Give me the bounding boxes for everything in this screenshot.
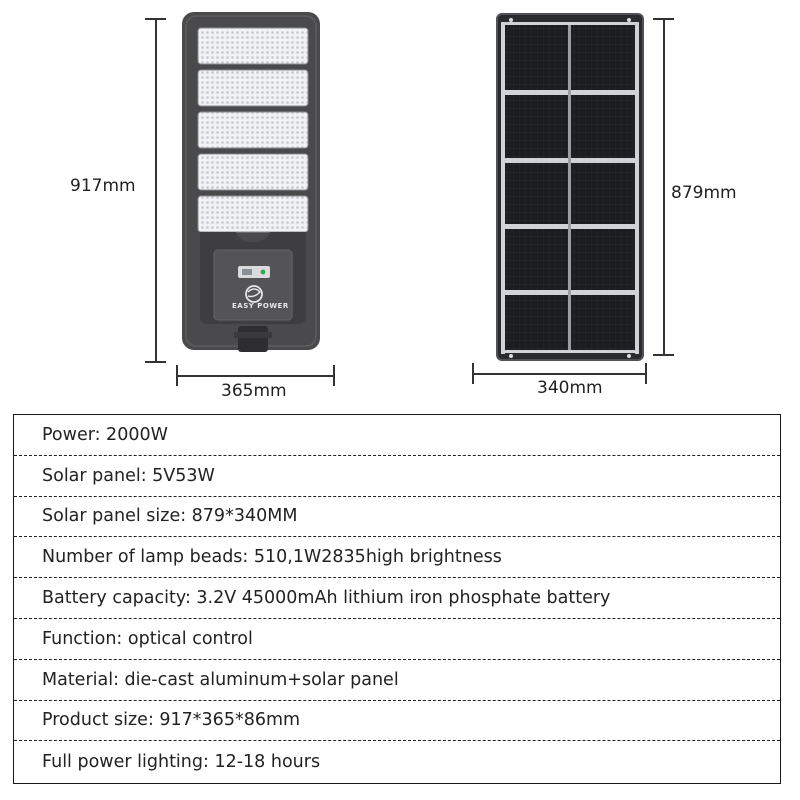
spec-row-product-size: Product size: 917*365*86mm — [14, 701, 780, 742]
lamp-height-line — [155, 18, 157, 361]
lamp-width-tick-left — [176, 365, 178, 386]
panel-height-line — [663, 18, 665, 354]
panel-height-tick-top — [653, 18, 674, 20]
panel-width-tick-right — [645, 363, 647, 384]
led-module — [197, 153, 309, 191]
solar-panel-image — [496, 13, 644, 361]
street-lamp-image — [182, 12, 320, 352]
panel-height-tick-bottom — [653, 354, 674, 356]
led-module — [197, 111, 309, 149]
lamp-height-tick-bottom — [145, 361, 166, 363]
lamp-width-label: 365mm — [221, 381, 287, 401]
led-module — [197, 27, 309, 65]
spec-row-power: Power: 2000W — [14, 415, 780, 456]
brand-text: EASY POWER — [232, 302, 289, 310]
panel-height-label: 879mm — [671, 183, 737, 203]
brand-logo-icon — [245, 285, 263, 303]
panel-width-tick-left — [472, 363, 474, 384]
spec-row-lamp-beads: Number of lamp beads: 510,1W2835high bri… — [14, 537, 780, 579]
product-illustration: 917mm 365mm — [70, 12, 737, 401]
lamp-width-line — [176, 375, 334, 377]
spec-row-function: Function: optical control — [14, 619, 780, 660]
spec-row-material: Material: die-cast aluminum+solar panel — [14, 660, 780, 701]
lamp-height-label: 917mm — [70, 176, 136, 196]
spec-table: Power: 2000W Solar panel: 5V53W Solar pa… — [13, 414, 781, 784]
lamp-height-tick-top — [145, 18, 166, 20]
led-module — [197, 69, 309, 107]
lamp-width-tick-right — [333, 365, 335, 386]
panel-width-line — [472, 373, 646, 375]
spec-row-battery: Battery capacity: 3.2V 45000mAh lithium … — [14, 578, 780, 619]
spec-row-solar-panel-size: Solar panel size: 879*340MM — [14, 497, 780, 538]
led-module — [197, 195, 309, 233]
panel-width-label: 340mm — [537, 378, 603, 398]
status-led-icon — [260, 269, 266, 275]
spec-row-solar-panel: Solar panel: 5V53W — [14, 456, 780, 497]
mounting-bracket — [238, 326, 268, 352]
spec-row-lighting-time: Full power lighting: 12-18 hours — [42, 751, 321, 772]
